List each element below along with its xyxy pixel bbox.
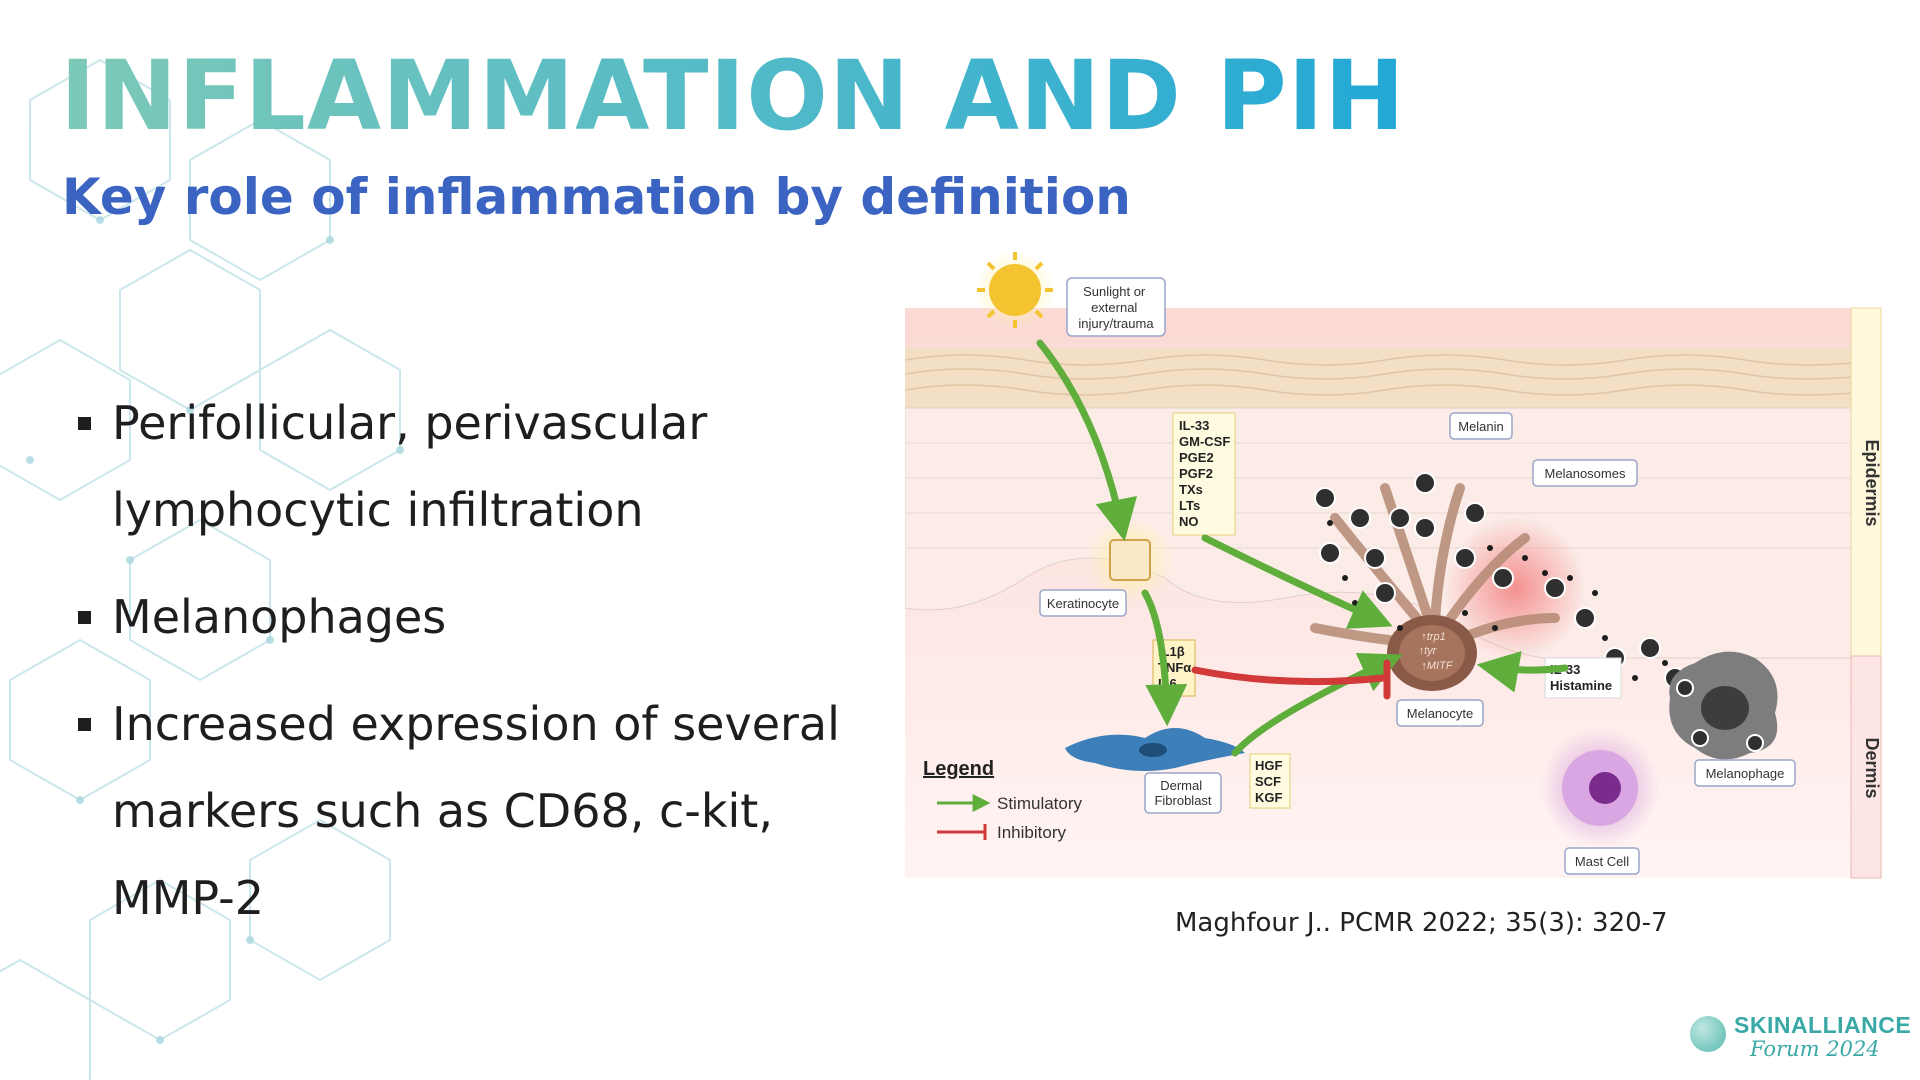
logo-tagline: Forum 2024	[1750, 1037, 1880, 1061]
inhibitory-line	[1191, 666, 1387, 686]
mast-mediator: Histamine	[1550, 678, 1612, 693]
svg-text:↑trp1 ↑tyr ↑MITF: ↑trp1 ↑tyr ↑MITF	[1419, 631, 1454, 672]
svg-text:Dermal Fibroblast: Dermal Fibroblast	[1154, 778, 1211, 808]
bullet-square-icon	[78, 718, 91, 731]
hexagon-background-pattern	[0, 58, 404, 1080]
dermis-tag	[1850, 655, 1882, 879]
svg-text:HGF SCF KGF: HGF SCF KGF	[1255, 758, 1286, 805]
svg-text:Sunlight or external i: Sunlight or external injury/trauma	[1078, 284, 1154, 331]
gene-label: ↑tyr	[1419, 645, 1438, 657]
bullet-square-icon	[78, 417, 91, 430]
gene-label: ↑MITF	[1421, 660, 1453, 672]
slide-subtitle: Key role of inflammation by definition	[62, 168, 1131, 226]
logo-name: SKINALLIANCE	[1734, 1012, 1912, 1038]
bullet-item: Melanophages	[78, 574, 878, 661]
fibroblast-mediator: SCF	[1255, 774, 1281, 789]
gene-label: ↑trp1	[1421, 631, 1445, 643]
keratinocyte-mediator: NO	[1179, 514, 1199, 529]
slide-title: INFLAMMATION AND PIH	[60, 40, 1406, 152]
legend-stimulatory-label: Stimulatory	[997, 794, 1083, 813]
keratinocyte-mediator: PGF2	[1179, 466, 1213, 481]
keratinocyte-cell	[1109, 539, 1151, 581]
sunlight-label-line: injury/trauma	[1078, 316, 1154, 331]
citation: Maghfour J.. PCMR 2022; 35(3): 320-7	[1175, 908, 1668, 938]
keratinocyte-mediator: PGE2	[1179, 450, 1214, 465]
keratinocyte-mediator: TXs	[1179, 482, 1203, 497]
epidermis-tag	[1850, 307, 1882, 657]
fibroblast-mediator: HGF	[1255, 758, 1283, 773]
melanocyte-label: Melanocyte	[1407, 706, 1473, 721]
keratinocyte-mediator: LTs	[1179, 498, 1200, 513]
fibroblast-mediator: KGF	[1255, 790, 1283, 805]
stimulatory-arrow	[1201, 534, 1393, 629]
melanin-granules	[1314, 472, 1686, 689]
melanophage-cell	[1669, 651, 1778, 760]
bullet-text: Perifollicular, perivascular lymphocytic…	[112, 396, 708, 537]
bullet-item: Perifollicular, perivascular lymphocytic…	[78, 380, 878, 554]
sunlight-label-line: Sunlight or	[1083, 284, 1146, 299]
legend-inhibitory-label: Inhibitory	[997, 823, 1066, 842]
stimulatory-arrow	[1476, 651, 1569, 693]
melanosomes-label: Melanosomes	[1545, 466, 1626, 481]
bullet-square-icon	[78, 611, 91, 624]
keratinocyte-mediator: IL-33	[1179, 418, 1209, 433]
fibroblast-label-line: Fibroblast	[1154, 793, 1211, 808]
melanocyte-cell: ↑trp1 ↑tyr ↑MITF	[1310, 483, 1560, 691]
mast-cell-label: Mast Cell	[1575, 854, 1629, 869]
skinalliance-logo: SKINALLIANCE Forum 2024	[1690, 1010, 1911, 1062]
melanin-label: Melanin	[1458, 419, 1504, 434]
legend-title: Legend	[923, 758, 994, 780]
bullet-text: Melanophages	[112, 590, 447, 644]
stimulatory-arrow	[1231, 653, 1403, 757]
bullet-list: Perifollicular, perivascular lymphocytic…	[78, 380, 878, 962]
logo-drop-icon	[1690, 1016, 1726, 1052]
inflammation-pih-diagram: Epidermis Dermis Sunlight or external in…	[905, 250, 1882, 879]
sun-icon	[975, 250, 1055, 330]
svg-text:IL-33 GM-CSF PGE2: IL-33 GM-CSF PGE2 PGF2 TXs LTs NO	[1179, 418, 1234, 529]
bullet-item: Increased expression of several markers …	[78, 681, 878, 942]
keratinocyte-label: Keratinocyte	[1047, 596, 1119, 611]
stimulatory-arrow	[1141, 589, 1188, 727]
bullet-text: Increased expression of several markers …	[112, 697, 840, 925]
mast-cell	[1562, 750, 1638, 826]
dermis-label: Dermis	[1862, 737, 1882, 798]
keratinocyte-mediator: GM-CSF	[1179, 434, 1230, 449]
fibroblast-label-line: Dermal	[1160, 778, 1202, 793]
sunlight-label-line: external	[1091, 300, 1137, 315]
epidermis-label: Epidermis	[1862, 439, 1882, 526]
melanophage-label: Melanophage	[1706, 766, 1785, 781]
stimulatory-arrow	[1036, 339, 1137, 542]
